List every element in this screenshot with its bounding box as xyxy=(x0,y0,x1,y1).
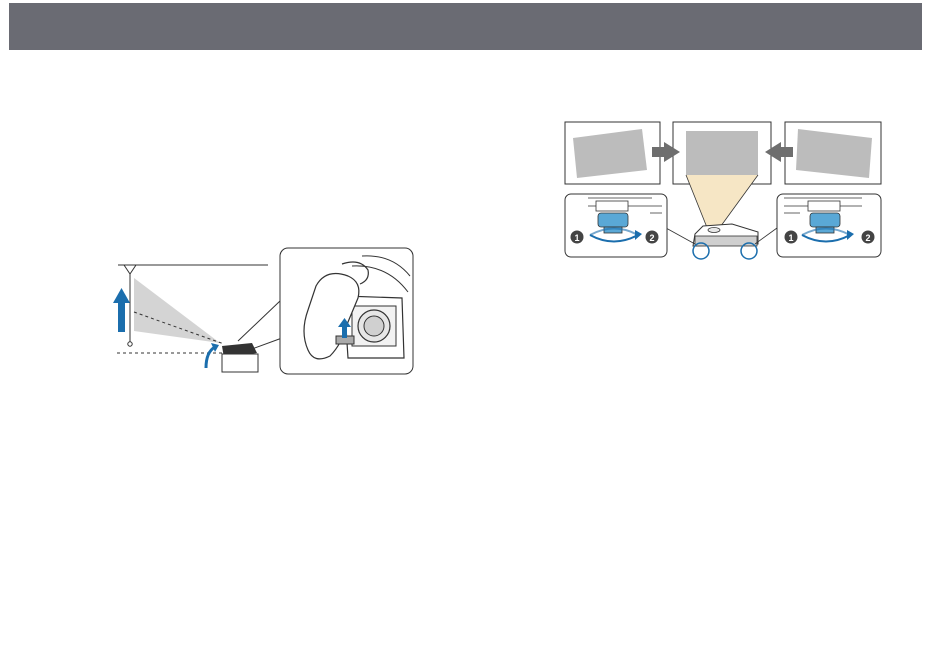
front-foot-illustration xyxy=(112,246,416,376)
tilt-arrow-icon xyxy=(206,343,219,368)
step-2-label: 2 xyxy=(649,233,654,243)
rear-feet-adjust-figure: 1 2 1 2 xyxy=(562,118,884,263)
step-2-badge: 2 xyxy=(646,231,659,244)
step-1-badge: 1 xyxy=(785,231,798,244)
front-foot-adjust-figure xyxy=(112,246,416,376)
right-foot-callout: 1 2 xyxy=(777,194,881,257)
step-1-label: 1 xyxy=(788,233,793,243)
left-foot-callout: 1 2 xyxy=(565,194,667,257)
step-1-badge: 1 xyxy=(571,231,584,244)
screen-level xyxy=(673,122,771,184)
screen-tilted-right xyxy=(785,122,881,184)
up-arrow-icon xyxy=(113,288,130,332)
rear-feet-illustration: 1 2 1 2 xyxy=(562,118,884,263)
screen-tilted-left xyxy=(565,122,660,184)
lever-callout xyxy=(280,248,413,374)
header-bar xyxy=(9,3,922,50)
step-2-label: 2 xyxy=(865,233,870,243)
step-1-label: 1 xyxy=(574,233,579,243)
step-2-badge: 2 xyxy=(862,231,875,244)
